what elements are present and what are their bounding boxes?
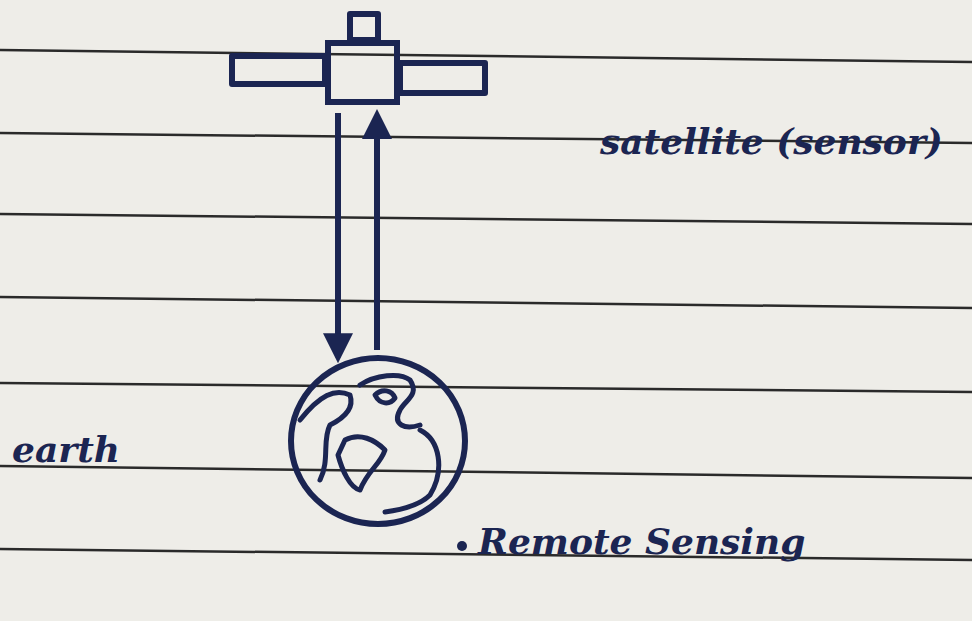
- antenna: [350, 14, 378, 40]
- bullet-dot: [457, 541, 467, 551]
- node-label: earth: [12, 428, 120, 470]
- satellite-parts: [232, 14, 485, 93]
- satellite-body-outline: [325, 40, 400, 105]
- earth-globe-outline: [288, 355, 468, 527]
- caption-label: Remote Sensing: [478, 520, 805, 562]
- ruled-lines: [0, 50, 972, 560]
- solar-panel: [400, 63, 485, 93]
- signal-arrow: [374, 115, 380, 350]
- earth-globe: earth: [288, 355, 468, 527]
- solar-panel: [232, 56, 325, 84]
- satellite-body: satellite (sensor): [325, 40, 400, 105]
- node-label: satellite (sensor): [600, 120, 943, 162]
- signal-arrow: [335, 113, 341, 357]
- continents: [300, 375, 439, 512]
